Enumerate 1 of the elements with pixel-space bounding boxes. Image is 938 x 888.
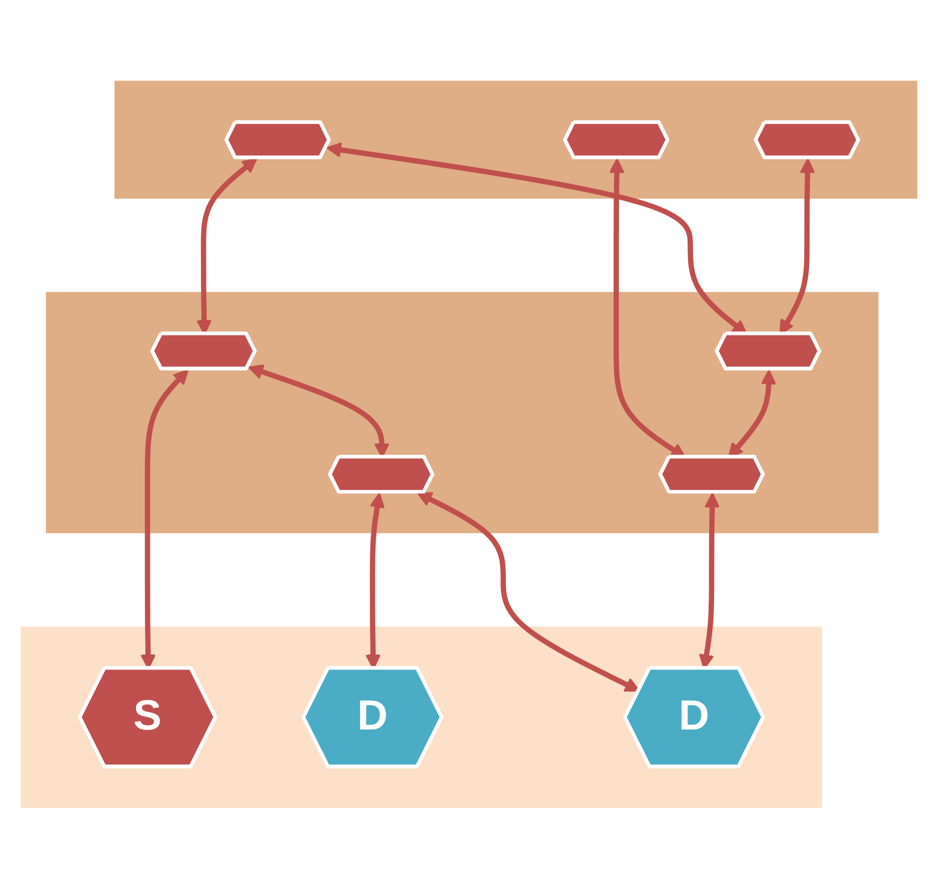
arrow: [416, 492, 640, 692]
